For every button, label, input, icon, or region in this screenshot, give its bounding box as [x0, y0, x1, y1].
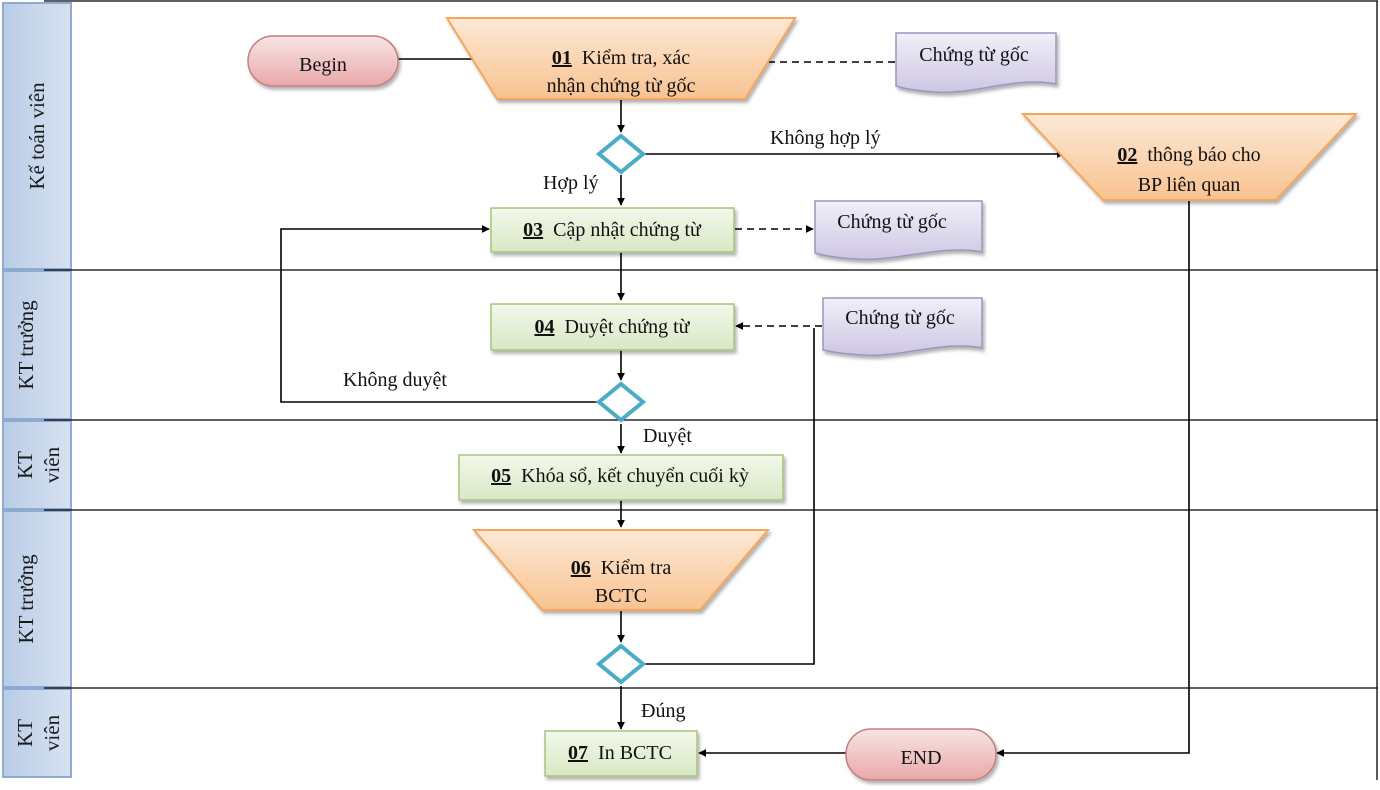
- lane-header-kt-vien-1: [2, 420, 72, 510]
- end-label: END: [900, 747, 941, 769]
- step-05-text: Khóa sổ, kết chuyển cuối kỳ: [521, 465, 749, 487]
- lane-grid: [44, 0, 1378, 780]
- edge-label-approved: Duyệt: [643, 425, 692, 447]
- step-02-shape: [1020, 113, 1359, 201]
- decision-1-diamond: [595, 133, 647, 175]
- connectors: [280, 55, 1190, 757]
- document-a-shape: [895, 32, 1057, 94]
- step-06-label-line2: BCTC: [595, 585, 647, 607]
- end-node: END: [845, 728, 997, 781]
- lane-header-kt-vien-2: [2, 688, 72, 778]
- step-04-shape: [490, 303, 735, 351]
- document-c-shape: [822, 297, 983, 357]
- step-02-node: 02 thông báo cho BP liên quan: [1020, 113, 1359, 201]
- decision-3-diamond: [595, 643, 647, 685]
- lane-label-line: KT: [13, 719, 37, 747]
- step-04-label: 04 Duyệt chứng từ: [535, 316, 691, 338]
- edge-decision3-loop-right: [645, 328, 815, 665]
- edge-label-correct: Đúng: [641, 700, 685, 722]
- step-05-label: 05 Khóa sổ, kết chuyển cuối kỳ: [491, 465, 749, 487]
- end-shape: [845, 728, 997, 781]
- step-03-label: 03 Cập nhật chứng từ: [523, 219, 702, 241]
- document-c-label: Chứng từ gốc: [845, 307, 955, 329]
- step-01-label-line1: 01 Kiểm tra, xác: [552, 47, 690, 69]
- step-02-number: 02: [1117, 144, 1137, 166]
- step-07-text: In BCTC: [598, 742, 672, 764]
- step-01-node: 01 Kiểm tra, xác nhận chứng từ gốc: [445, 17, 797, 100]
- step-06-node: 06 Kiểm tra BCTC: [471, 529, 771, 611]
- step-07-shape: [544, 730, 698, 777]
- lane-header-kt-truong-2: [2, 510, 72, 688]
- decision-diamonds: [595, 133, 647, 685]
- lane-header-ke-toan-vien: [2, 2, 72, 270]
- step-02-label-line1: 02 thông báo cho: [1117, 144, 1260, 166]
- step-02-label-line2: BP liên quan: [1138, 174, 1241, 196]
- document-c: Chứng từ gốc: [822, 297, 983, 357]
- step-01-label-line2: nhận chứng từ gốc: [547, 75, 696, 97]
- step-06-shape: [471, 529, 771, 611]
- step-01-text: Kiểm tra, xác: [582, 47, 690, 69]
- step-03-shape: [490, 207, 735, 253]
- document-a: Chứng từ gốc: [895, 32, 1057, 94]
- step-01-number: 01: [552, 47, 572, 69]
- step-04-node: 04 Duyệt chứng từ: [490, 303, 735, 351]
- step-03-node: 03 Cập nhật chứng từ: [490, 207, 735, 253]
- begin-node: Begin: [247, 35, 399, 87]
- lane-headers: Kế toán viên KT trưởng KT viên KT trưởng…: [2, 2, 72, 778]
- step-03-text: Cập nhật chứng từ: [553, 219, 702, 241]
- edge-label-reasonable: Hợp lý: [543, 172, 599, 194]
- lane-label-kt-truong-2: KT trưởng: [14, 554, 38, 644]
- lane-label-kt-vien-2: KT viên: [13, 714, 64, 751]
- document-b-label: Chứng từ gốc: [837, 211, 947, 233]
- step-05-node: 05 Khóa sổ, kết chuyển cuối kỳ: [458, 454, 784, 501]
- lane-header-kt-truong-1: [2, 270, 72, 420]
- step-07-label: 07 In BCTC: [568, 742, 672, 764]
- document-a-label: Chứng từ gốc: [919, 44, 1029, 66]
- step-07-node: 07 In BCTC: [544, 730, 698, 777]
- lane-label-line: viên: [40, 446, 64, 483]
- lane-label-line: KT: [13, 451, 37, 479]
- step-02-text: thông báo cho: [1147, 144, 1260, 166]
- step-01-shape: [445, 17, 797, 100]
- document-b: Chứng từ gốc: [814, 200, 983, 261]
- edge-02-to-end: [996, 200, 1190, 757]
- document-b-shape: [814, 200, 983, 261]
- step-06-text: Kiểm tra: [601, 557, 672, 579]
- step-06-label-line1: 06 Kiểm tra: [571, 557, 672, 579]
- step-05-shape: [458, 454, 784, 501]
- begin-shape: [247, 35, 399, 87]
- lane-label-line: viên: [40, 714, 64, 751]
- step-05-number: 05: [491, 465, 511, 487]
- step-07-number: 07: [568, 742, 588, 764]
- decision-2-diamond: [595, 381, 647, 423]
- step-04-text: Duyệt chứng từ: [565, 316, 691, 338]
- lane-label-ke-toan-vien: Kế toán viên: [25, 82, 49, 190]
- edge-decision2-to-03-loop: [280, 225, 597, 403]
- edge-label-not-reasonable: Không hợp lý: [770, 127, 881, 149]
- step-06-number: 06: [571, 557, 591, 579]
- begin-label: Begin: [299, 54, 347, 76]
- lane-label-kt-truong-1: KT trưởng: [14, 300, 38, 390]
- step-04-number: 04: [535, 316, 555, 338]
- step-03-number: 03: [523, 219, 543, 241]
- edge-label-not-approved: Không duyệt: [343, 369, 447, 391]
- lane-label-kt-vien-1: KT viên: [13, 446, 64, 483]
